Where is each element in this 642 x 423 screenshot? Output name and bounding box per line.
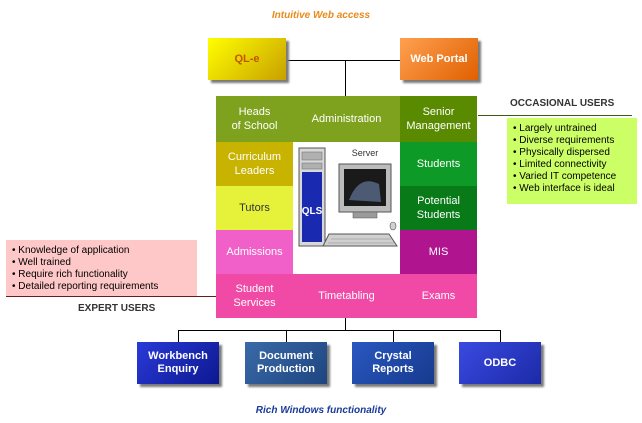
expert-item: Well trained (12, 257, 191, 269)
bottom-connector-vertical (345, 318, 346, 330)
workbench-enquiry-box[interactable]: Workbench Enquiry (137, 342, 219, 384)
expert-users-note: Knowledge of application Well trained Re… (6, 240, 197, 296)
qle-box[interactable]: QL-e (208, 38, 286, 80)
expert-item: Detailed reporting requirements (12, 281, 191, 293)
expert-users-title: EXPERT USERS (78, 303, 156, 314)
server-illustration: QLS Server (293, 142, 400, 274)
document-production-box[interactable]: Document Production (245, 342, 327, 384)
occasional-item: Web interface is ideal (513, 183, 631, 195)
cell-timetabling: Timetabling (293, 274, 400, 318)
occasional-item: Physically dispersed (513, 147, 631, 159)
web-portal-box[interactable]: Web Portal (400, 38, 478, 80)
occasional-item: Limited connectivity (513, 159, 631, 171)
top-caption: Intuitive Web access (271, 10, 371, 21)
expert-item: Knowledge of application (12, 245, 191, 257)
cell-admissions: Admissions (216, 230, 293, 274)
expert-item: Require rich functionality (12, 269, 191, 281)
occasional-connector (478, 115, 632, 116)
crystal-reports-box[interactable]: Crystal Reports (352, 342, 434, 384)
cell-heads-of-school: Heads of School (216, 96, 293, 142)
tower-label: QLS (301, 206, 323, 217)
cell-curriculum-leaders: Curriculum Leaders (216, 142, 293, 186)
bottom-connector-drop-1 (178, 330, 179, 342)
occasional-users-note: Largely untrained Diverse requirements P… (507, 118, 637, 204)
top-connector-horizontal (247, 60, 440, 61)
server-computer-icon (298, 147, 398, 247)
expert-connector (6, 296, 216, 297)
bottom-connector-drop-2 (286, 330, 287, 342)
occasional-users-title: OCCASIONAL USERS (510, 98, 615, 109)
bottom-connector-drop-4 (500, 330, 501, 342)
bottom-caption: Rich Windows functionality (255, 405, 387, 416)
odbc-box[interactable]: ODBC (459, 342, 541, 384)
cell-senior-management: Senior Management (400, 96, 477, 142)
cell-mis: MIS (400, 230, 477, 274)
cell-administration: Administration (293, 96, 400, 142)
cell-exams: Exams (400, 274, 477, 318)
server-label: Server (351, 148, 379, 158)
cell-potential-students: Potential Students (400, 186, 477, 230)
cell-students: Students (400, 142, 477, 186)
cell-student-services: Student Services (216, 274, 293, 318)
top-connector-vertical (345, 60, 346, 96)
occasional-item: Varied IT competence (513, 171, 631, 183)
bottom-connector-drop-3 (393, 330, 394, 342)
user-groups-grid: Heads of School Administration Senior Ma… (216, 96, 477, 318)
cell-tutors: Tutors (216, 186, 293, 230)
occasional-item: Diverse requirements (513, 135, 631, 147)
occasional-item: Largely untrained (513, 123, 631, 135)
bottom-connector-horizontal (178, 330, 501, 331)
